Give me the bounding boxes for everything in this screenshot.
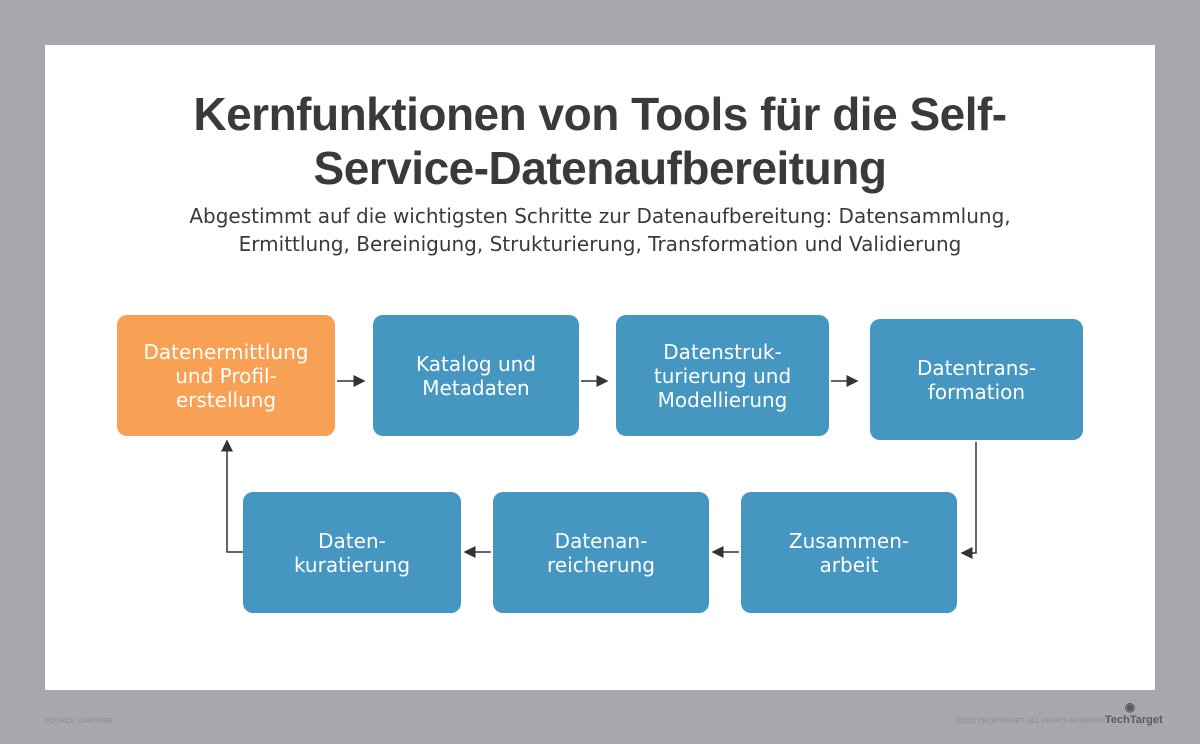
eye-icon: ◉	[1124, 700, 1136, 714]
step-katalog: Katalog und Metadaten	[373, 315, 579, 436]
subtitle-line-2: Ermittlung, Bereinigung, Strukturierung,…	[238, 232, 962, 256]
step-datenkuratierung: Daten- kuratierung	[243, 492, 461, 613]
title-line-2: Service-Datenaufbereitung	[313, 142, 887, 194]
step-datenanreicherung: Datenan- reicherung	[493, 492, 709, 613]
arrow-7-1	[221, 439, 243, 553]
step-datentransformation: Datentrans- formation	[870, 319, 1083, 440]
subtitle-line-1: Abgestimmt auf die wichtigsten Schritte …	[189, 204, 1011, 228]
source-note: SOURCE: GARTNER	[45, 718, 113, 725]
diagram-subtitle: Abgestimmt auf die wichtigsten Schritte …	[0, 202, 1200, 258]
step-datenermittlung: Datenermittlung und Profil- erstellung	[117, 315, 335, 436]
title-line-1: Kernfunktionen von Tools für die Self-	[193, 88, 1007, 140]
step-zusammenarbeit: Zusammen- arbeit	[741, 492, 957, 613]
step-datenstrukturierung: Datenstruk- turierung und Modellierung	[616, 315, 829, 436]
techtarget-logo: ◉TechTarget	[1105, 700, 1163, 726]
copyright-note: ©2020 TECHTARGET. ALL RIGHTS RESERVED	[955, 718, 1109, 725]
logo-text: TechTarget	[1105, 714, 1163, 726]
arrow-4-5	[960, 442, 977, 559]
diagram-title: Kernfunktionen von Tools für die Self-Se…	[0, 87, 1200, 195]
